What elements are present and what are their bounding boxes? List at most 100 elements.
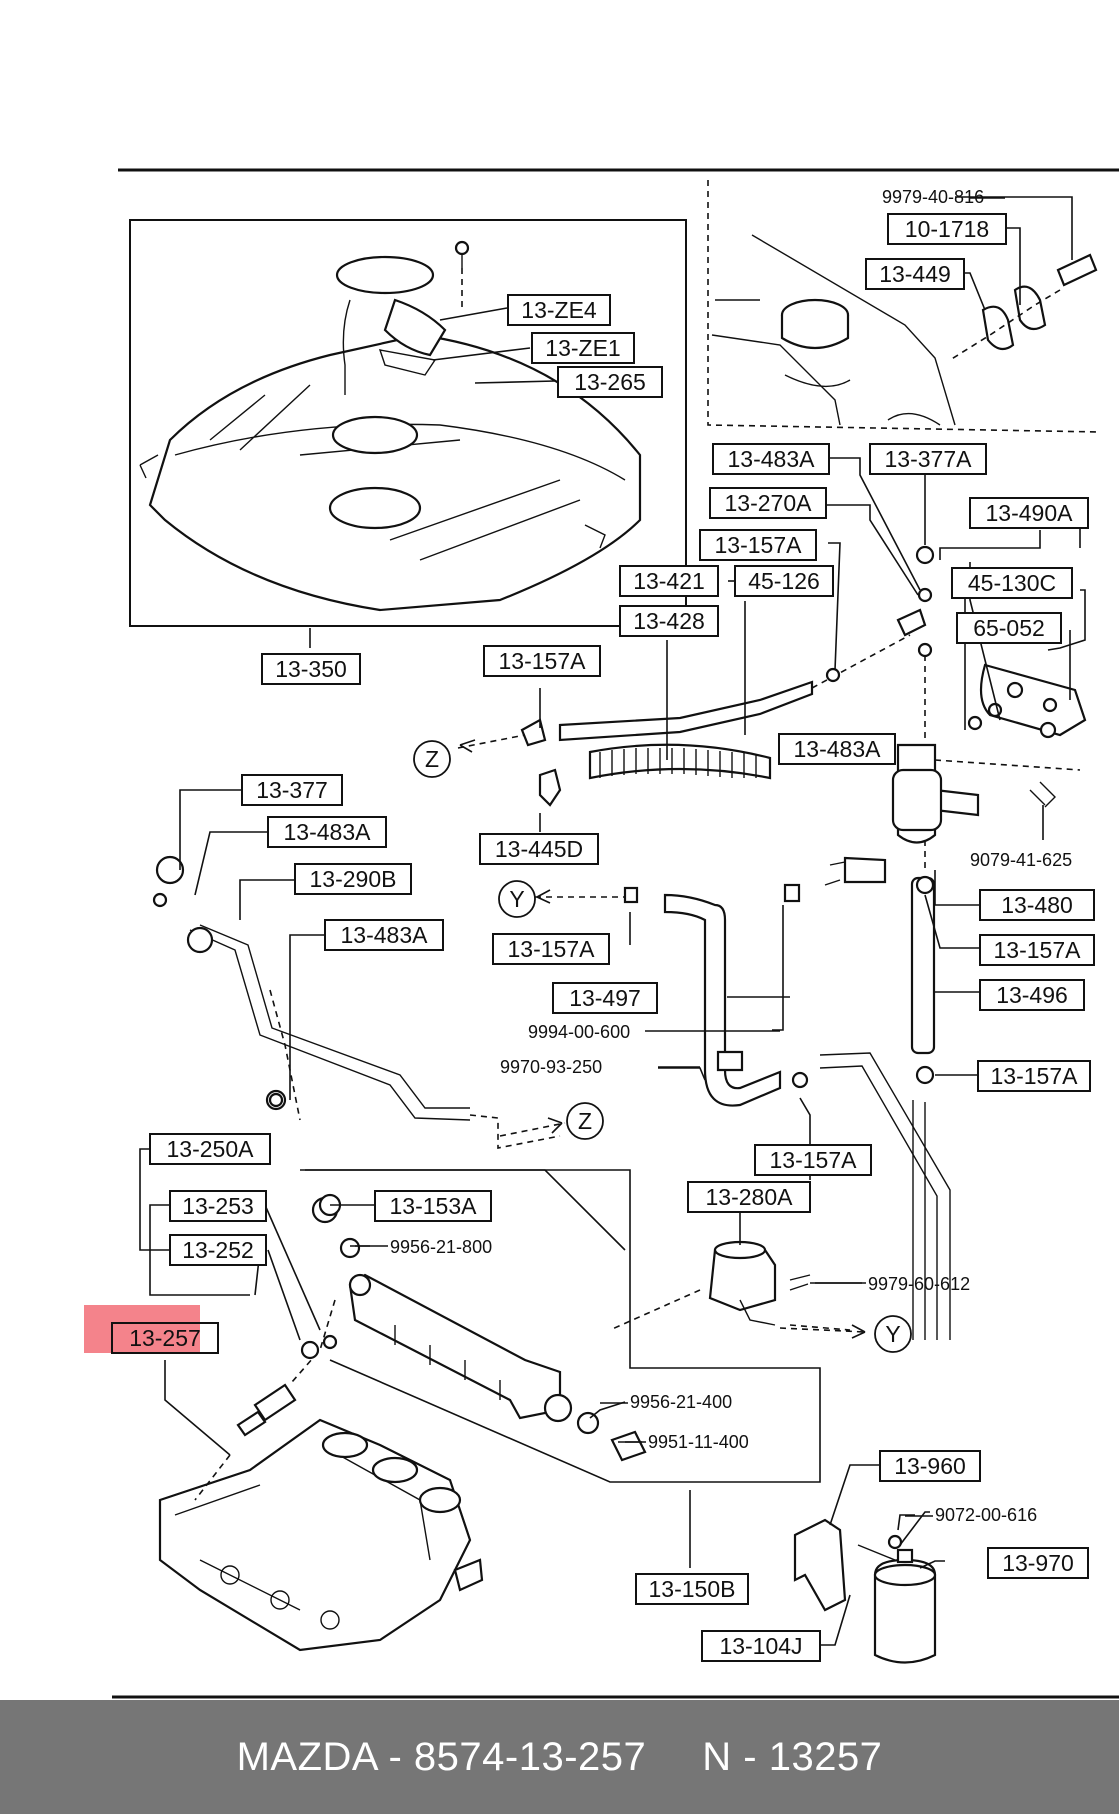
callout-65-052: 65-052 — [956, 612, 1062, 644]
svg-text:13-483A: 13-483A — [284, 819, 372, 845]
svg-text:13-377A: 13-377A — [885, 446, 973, 472]
callout-13-497: 13-497 — [552, 982, 658, 1014]
callout-13-157a-4: 13-157A — [979, 934, 1095, 966]
svg-text:13-265: 13-265 — [574, 369, 646, 395]
svg-text:65-052: 65-052 — [973, 615, 1045, 641]
marker-y-left: Y — [498, 880, 536, 918]
fuel-rail — [236, 989, 647, 1462]
callout-13-270a: 13-270A — [709, 487, 827, 519]
connector-arrows — [457, 734, 866, 1339]
callout-13-157a-3: 13-157A — [492, 933, 610, 965]
svg-text:13-497: 13-497 — [569, 985, 641, 1011]
callout-45-126: 45-126 — [734, 565, 834, 597]
callout-13-290b: 13-290B — [294, 863, 412, 895]
callout-13-483a-1: 13-483A — [712, 443, 830, 475]
label-9956-21-800: 9956-21-800 — [390, 1237, 492, 1257]
fuel-lines — [189, 253, 1098, 1340]
label-9994-00-600: 9994-00-600 — [528, 1022, 630, 1042]
part-footer: MAZDA - 8574-13-257 N - 13257 — [0, 1700, 1119, 1814]
svg-text:13-483A: 13-483A — [728, 446, 816, 472]
callout-13-157a-5: 13-157A — [977, 1060, 1091, 1092]
footer-part-number: MAZDA - 8574-13-257 — [236, 1734, 647, 1779]
callout-13-265: 13-265 — [557, 366, 663, 398]
marker-z-left: Z — [413, 740, 451, 778]
svg-text:Y: Y — [509, 886, 524, 912]
svg-text:13-ZE4: 13-ZE4 — [521, 297, 597, 323]
callout-13-157a-1: 13-157A — [699, 529, 817, 561]
svg-text:13-960: 13-960 — [894, 1453, 966, 1479]
svg-text:13-449: 13-449 — [879, 261, 951, 287]
svg-text:13-428: 13-428 — [633, 608, 705, 634]
control-valve — [609, 1240, 851, 1331]
svg-text:13-104J: 13-104J — [719, 1633, 802, 1659]
label-9951-11-400: 9951-11-400 — [648, 1432, 749, 1452]
callout-13-483a-2: 13-483A — [778, 733, 896, 765]
svg-text:13-252: 13-252 — [182, 1237, 254, 1263]
intake-manifold — [158, 1418, 484, 1652]
svg-text:45-126: 45-126 — [748, 568, 820, 594]
callout-13-490a: 13-490A — [969, 497, 1089, 529]
callout-13-483a-3: 13-483A — [267, 816, 387, 848]
svg-text:13-157A: 13-157A — [508, 936, 596, 962]
svg-text:13-157A: 13-157A — [715, 532, 803, 558]
callout-13-250a: 13-250A — [149, 1133, 271, 1165]
label-9072-00-616: 9072-00-616 — [935, 1505, 1037, 1525]
callout-13-280a: 13-280A — [687, 1181, 811, 1213]
svg-text:13-480: 13-480 — [1001, 892, 1073, 918]
label-9079-41-625: 9079-41-625 — [970, 850, 1072, 870]
marker-z-right: Z — [566, 1102, 604, 1140]
svg-text:13-157A: 13-157A — [770, 1147, 858, 1173]
small-parts — [152, 545, 1057, 1217]
callout-13-ze4: 13-ZE4 — [507, 294, 611, 326]
callout-13-377: 13-377 — [241, 774, 343, 806]
plain-labels: 9979-40-816 9079-41-625 9994-00-600 9970… — [355, 187, 1072, 1525]
footer-alt-number: N - 13257 — [702, 1734, 883, 1779]
label-9979-60-612: 9979-60-612 — [868, 1274, 970, 1294]
svg-text:13-157A: 13-157A — [499, 648, 587, 674]
callout-13-377a: 13-377A — [869, 443, 987, 475]
svg-text:13-157A: 13-157A — [991, 1063, 1079, 1089]
svg-text:13-490A: 13-490A — [986, 500, 1074, 526]
svg-text:13-280A: 13-280A — [706, 1184, 794, 1210]
svg-text:Z: Z — [425, 746, 439, 772]
callout-13-150b: 13-150B — [635, 1573, 749, 1605]
callout-13-157a-2: 13-157A — [483, 645, 601, 677]
label-9956-21-400: 9956-21-400 — [630, 1392, 732, 1412]
callout-13-252: 13-252 — [169, 1234, 267, 1266]
callout-13-483a-4: 13-483A — [324, 919, 444, 951]
callout-13-449: 13-449 — [865, 258, 965, 290]
callout-13-153a: 13-153A — [374, 1190, 492, 1222]
svg-text:13-421: 13-421 — [633, 568, 705, 594]
engine-head-inset — [707, 180, 1101, 433]
callout-boxes: 10-1718 13-449 13-ZE4 13-ZE1 13-265 13-3… — [111, 213, 1095, 1662]
callout-13-157a-6: 13-157A — [754, 1144, 872, 1176]
svg-text:13-496: 13-496 — [996, 982, 1068, 1008]
svg-text:13-290B: 13-290B — [310, 866, 397, 892]
callout-13-480: 13-480 — [979, 889, 1095, 921]
callout-13-ze1: 13-ZE1 — [531, 332, 635, 364]
parts-diagram: 10-1718 13-449 13-ZE4 13-ZE1 13-265 13-3… — [84, 168, 1119, 1699]
callout-13-421: 13-421 — [619, 565, 719, 597]
callout-13-960: 13-960 — [879, 1450, 981, 1482]
svg-text:13-445D: 13-445D — [495, 836, 583, 862]
callout-13-428: 13-428 — [619, 605, 719, 637]
callout-13-445d: 13-445D — [479, 833, 599, 865]
svg-text:13-157A: 13-157A — [994, 937, 1082, 963]
svg-text:45-130C: 45-130C — [968, 570, 1056, 596]
svg-text:13-483A: 13-483A — [341, 922, 429, 948]
svg-text:13-377: 13-377 — [256, 777, 328, 803]
svg-text:13-350: 13-350 — [275, 656, 347, 682]
callout-45-130c: 45-130C — [951, 567, 1073, 599]
callout-13-253: 13-253 — [169, 1190, 267, 1222]
svg-text:Z: Z — [578, 1108, 592, 1134]
svg-text:13-270A: 13-270A — [725, 490, 813, 516]
svg-text:13-253: 13-253 — [182, 1193, 254, 1219]
svg-text:10-1718: 10-1718 — [905, 216, 989, 242]
marker-y-right: Y — [874, 1315, 912, 1353]
callout-13-970: 13-970 — [987, 1547, 1089, 1579]
callout-13-104j: 13-104J — [701, 1630, 821, 1662]
label-9979-40-816: 9979-40-816 — [882, 187, 984, 207]
callout-13-496: 13-496 — [979, 979, 1085, 1011]
label-9970-93-250: 9970-93-250 — [500, 1057, 602, 1077]
highlighted-part — [84, 1305, 200, 1353]
